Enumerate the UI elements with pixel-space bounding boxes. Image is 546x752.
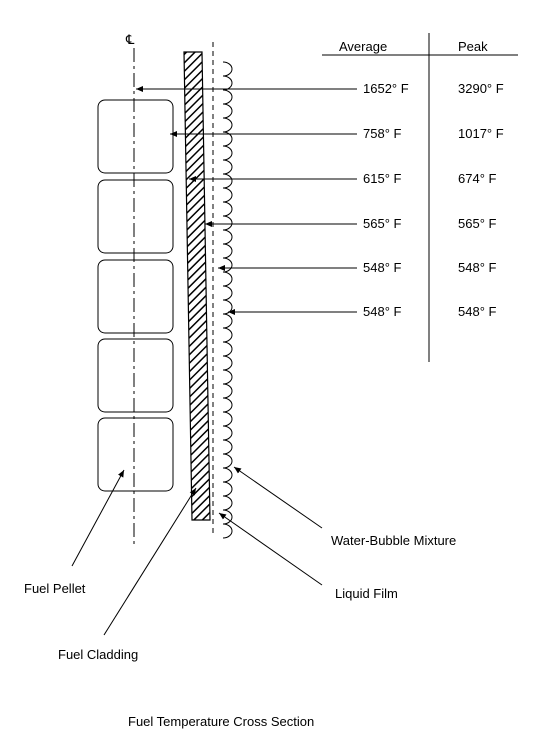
water-bubble-mixture-label: Water-Bubble Mixture bbox=[331, 533, 456, 548]
peak-temp-value: 674° F bbox=[458, 171, 497, 186]
fuel-cladding-leader bbox=[103, 487, 197, 636]
liquid-film-label: Liquid Film bbox=[335, 586, 398, 601]
average-temp-value: 548° F bbox=[363, 260, 402, 275]
average-temp-value: 758° F bbox=[363, 126, 402, 141]
fuel-cladding-label: Fuel Cladding bbox=[58, 647, 138, 662]
fuel-pellets bbox=[97, 99, 174, 492]
fuel-pellet-leader bbox=[71, 469, 125, 567]
average-temp-value: 1652° F bbox=[363, 81, 409, 96]
average-temp-value: 565° F bbox=[363, 216, 402, 231]
fuel-pellet bbox=[97, 417, 174, 492]
temperature-arrows bbox=[136, 86, 357, 315]
table-rows: 1652° F 3290° F 758° F 1017° F 615° F 674° F 5… bbox=[363, 81, 504, 319]
fuel-pellet bbox=[97, 99, 174, 174]
fuel-pellet bbox=[97, 338, 174, 413]
average-temp-value: 548° F bbox=[363, 304, 402, 319]
fuel-cladding bbox=[183, 51, 211, 521]
peak-header: Peak bbox=[458, 39, 488, 54]
average-header: Average bbox=[339, 39, 387, 54]
temperature-table: Average Peak 1652° F 3290° F 758° F 1017° F… bbox=[322, 33, 518, 362]
peak-temp-value: 548° F bbox=[458, 260, 497, 275]
peak-temp-value: 3290° F bbox=[458, 81, 504, 96]
figure-caption: Fuel Temperature Cross Section bbox=[128, 714, 314, 729]
centerline-symbol: ℄ bbox=[125, 32, 135, 47]
water-bubble-scallops bbox=[222, 61, 233, 539]
fuel-pellet bbox=[97, 179, 174, 254]
average-temp-value: 615° F bbox=[363, 171, 402, 186]
peak-temp-value: 565° F bbox=[458, 216, 497, 231]
peak-temp-value: 548° F bbox=[458, 304, 497, 319]
fuel-pellet bbox=[97, 259, 174, 334]
fuel-pellet-label: Fuel Pellet bbox=[24, 581, 86, 596]
liquid-film-leader bbox=[218, 512, 323, 586]
water-bubble-mixture-leader bbox=[233, 466, 323, 529]
peak-temp-value: 1017° F bbox=[458, 126, 504, 141]
